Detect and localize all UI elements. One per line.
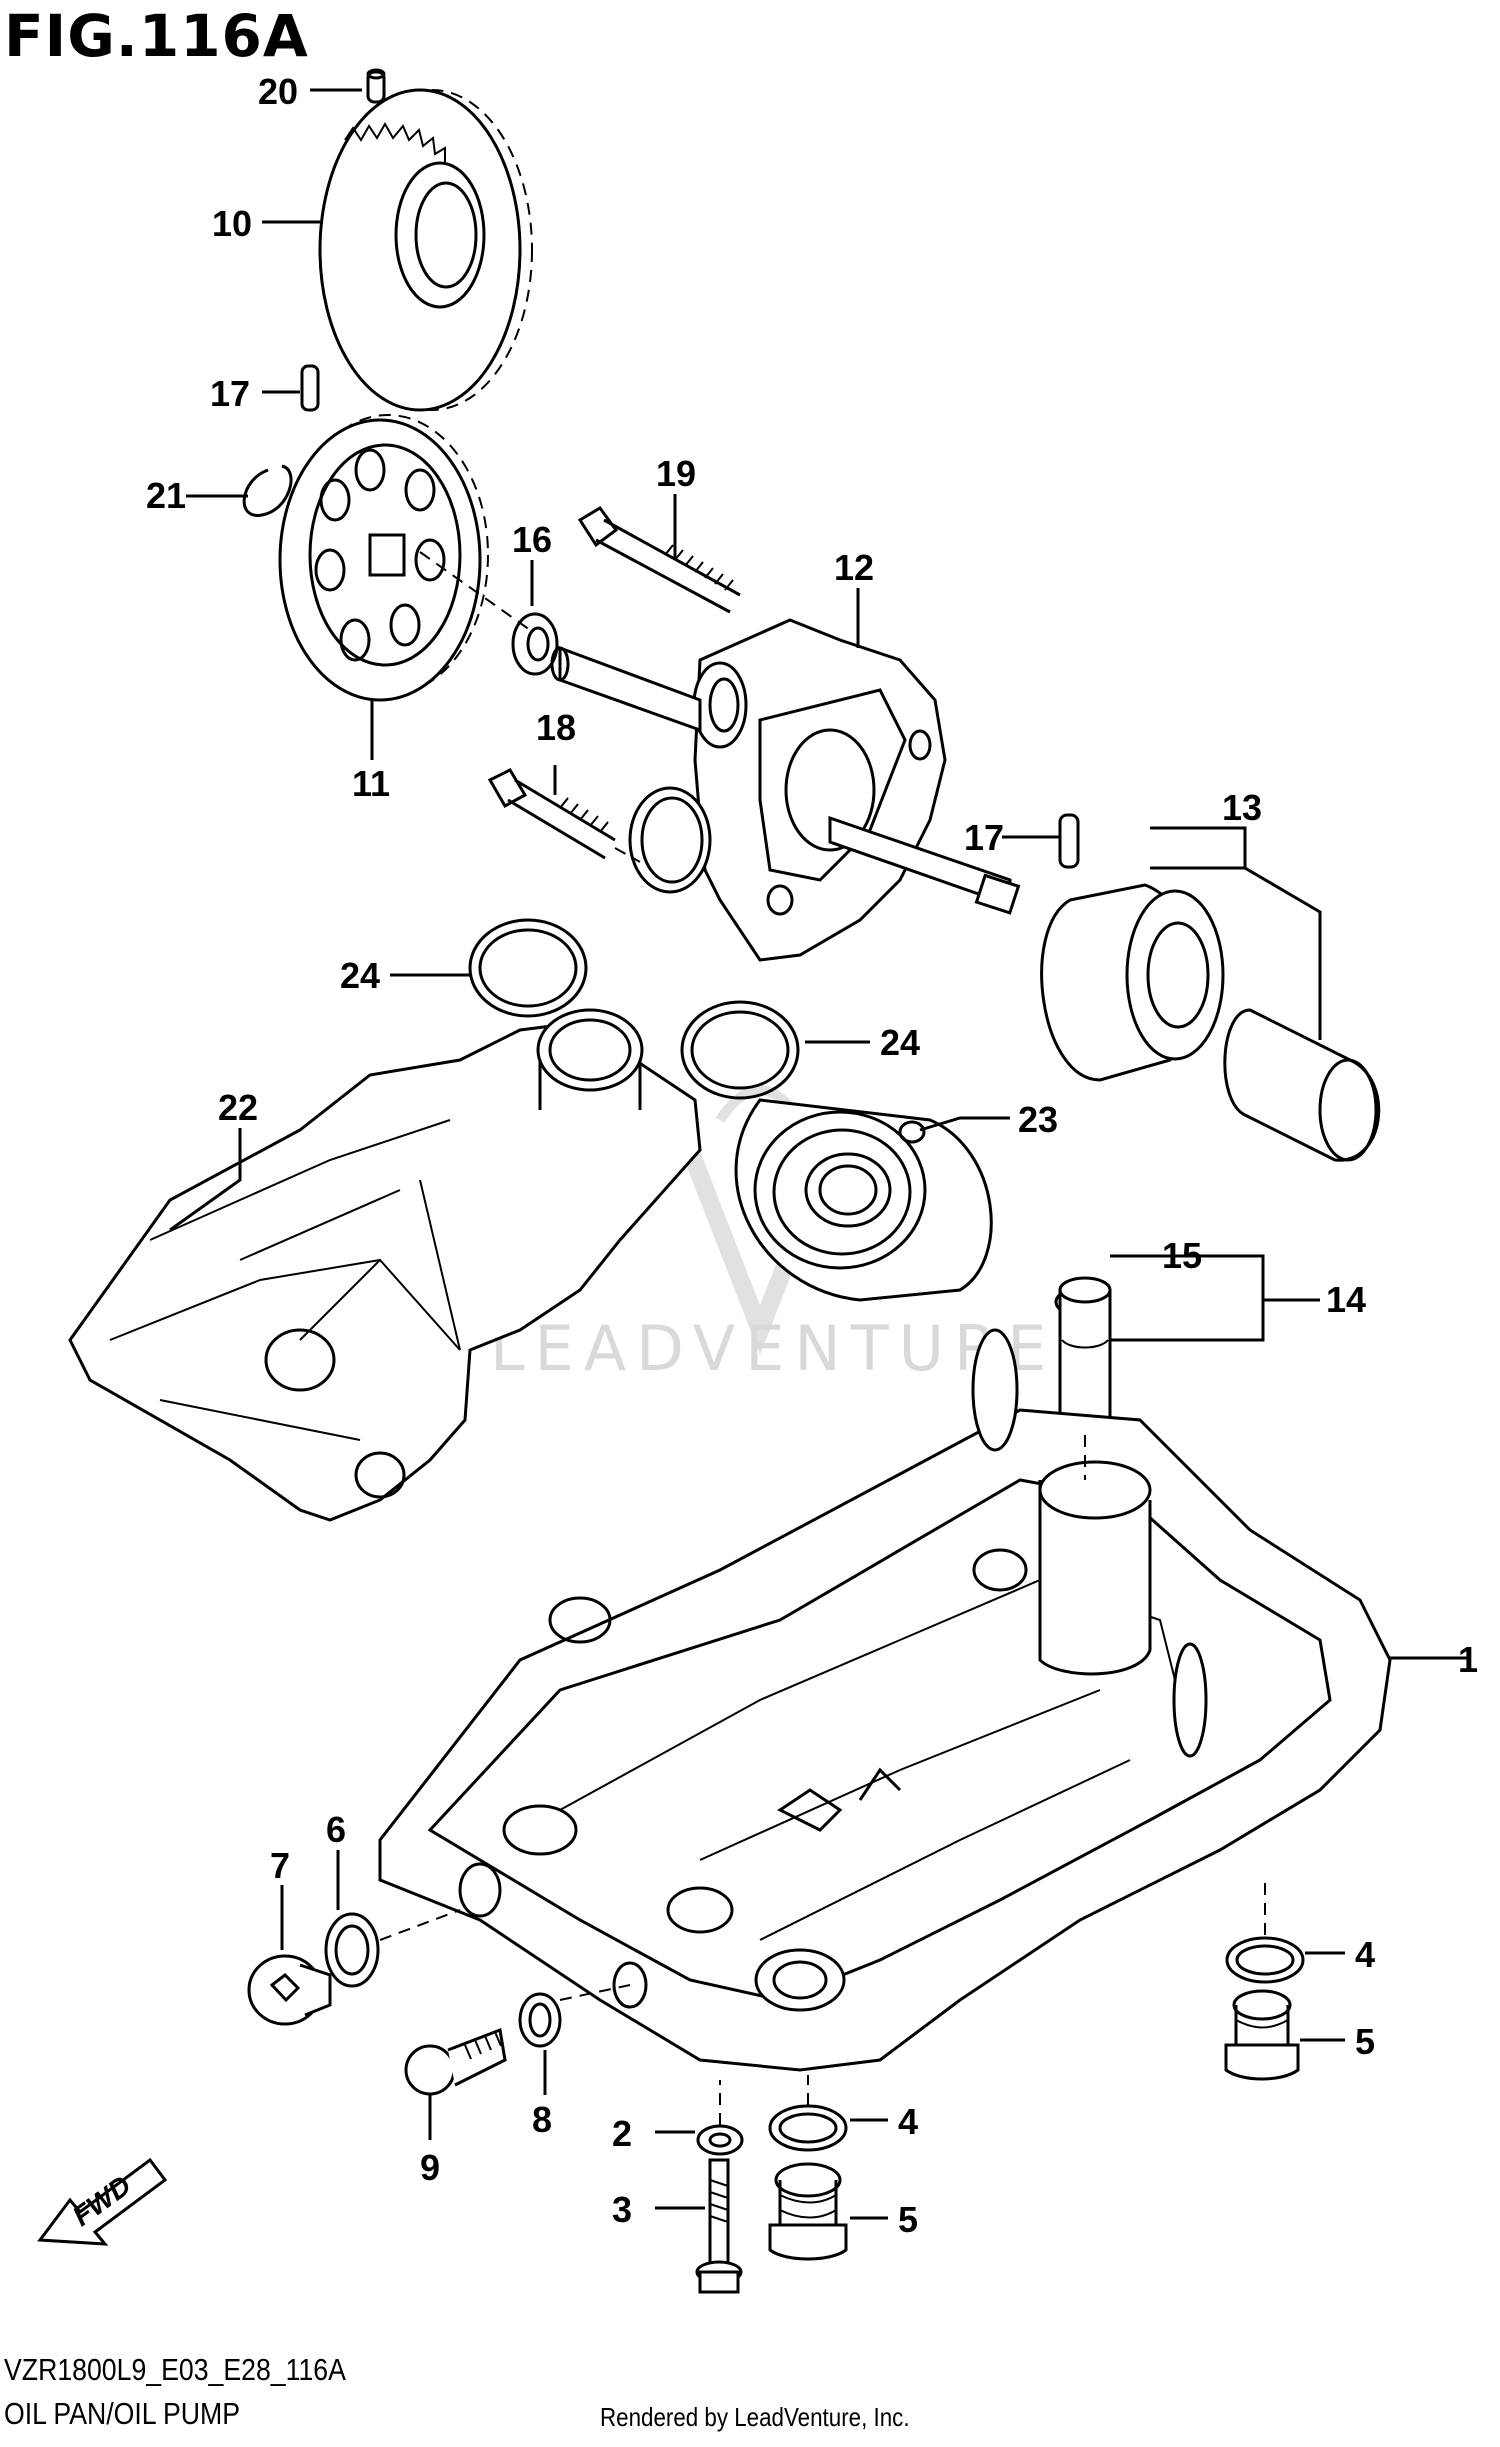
diagram-code: VZR1800L9_E03_E28_116A (4, 2352, 346, 2387)
part-5-drain-plug-bottom[interactable] (768, 2162, 848, 2261)
part-23-oil-strainer-body[interactable] (734, 1098, 993, 1302)
part-20-dowel-pin[interactable] (366, 68, 386, 104)
rendered-by-credit: Rendered by LeadVenture, Inc. (600, 2402, 910, 2432)
part-19-bolt[interactable] (577, 506, 741, 614)
callout-7: 7 (270, 1845, 290, 1886)
part-16-washer[interactable] (511, 612, 559, 676)
callout-17-lower: 17 (964, 817, 1004, 858)
part-17-dowel-pin-lower[interactable] (1058, 813, 1080, 869)
callout-8: 8 (532, 2099, 552, 2140)
callout-10: 10 (212, 203, 252, 244)
callout-9: 9 (420, 2147, 440, 2188)
callout-3: 3 (612, 2189, 632, 2230)
part-6-gasket[interactable] (324, 1912, 380, 1988)
part-22-oil-strainer[interactable] (68, 1008, 702, 1522)
part-1-oil-pan[interactable] (378, 1328, 1392, 2072)
callout-4-bottom: 4 (898, 2101, 918, 2142)
callout-22: 22 (218, 1087, 258, 1128)
callout-14: 14 (1326, 1279, 1366, 1320)
part-7-plug[interactable] (247, 1954, 332, 2026)
part-14-oil-pipe[interactable] (1058, 1276, 1112, 1433)
callout-11: 11 (352, 763, 390, 804)
callout-12: 12 (834, 547, 874, 588)
callout-24-left: 24 (340, 955, 380, 996)
callout-5-right: 5 (1355, 2021, 1375, 2062)
part-4-gasket-right[interactable] (1225, 1936, 1305, 1984)
callout-24-right: 24 (880, 1022, 920, 1063)
callout-5-bottom: 5 (898, 2199, 918, 2240)
part-24-o-ring-right[interactable] (680, 1000, 800, 1100)
callout-23: 23 (1018, 1099, 1058, 1140)
part-12-oil-pump[interactable] (550, 618, 1021, 962)
callout-4-right: 4 (1355, 1934, 1375, 1975)
figure-title: FIG.116A (4, 2, 309, 70)
part-17-dowel-pin-upper[interactable] (300, 364, 320, 412)
callout-19: 19 (656, 453, 696, 494)
watermark-text: LEADVENTURE (490, 1312, 1056, 1385)
callout-13: 13 (1222, 787, 1262, 828)
diagram-name: OIL PAN/OIL PUMP (4, 2396, 241, 2431)
part-9-union-bolt[interactable] (404, 2027, 507, 2096)
part-2-washer[interactable] (696, 2124, 744, 2156)
fwd-arrow-icon: FWD (37, 2157, 168, 2246)
callout-15: 15 (1162, 1235, 1202, 1276)
callout-21: 21 (146, 475, 186, 516)
callout-20: 20 (258, 71, 298, 112)
callout-17-upper: 17 (210, 373, 250, 414)
part-10-driven-gear[interactable] (318, 88, 533, 412)
callout-1: 1 (1458, 1639, 1478, 1680)
part-4-gasket-bottom[interactable] (768, 2104, 848, 2152)
part-13-rotor-set[interactable] (1040, 883, 1381, 1162)
part-18-bolt[interactable] (487, 768, 616, 860)
part-21-circlip[interactable] (242, 464, 293, 517)
leader-lines (169, 88, 1470, 2220)
callout-18: 18 (536, 707, 576, 748)
part-8-gasket[interactable] (518, 1992, 562, 2048)
callout-16: 16 (512, 519, 552, 560)
part-11-drive-gear[interactable] (278, 414, 489, 702)
part-24-o-ring-left[interactable] (468, 918, 588, 1018)
callout-2: 2 (612, 2113, 632, 2154)
callout-6: 6 (326, 1809, 346, 1850)
part-3-bolt[interactable] (695, 2158, 743, 2294)
part-5-drain-plug-right[interactable] (1224, 1989, 1300, 2081)
